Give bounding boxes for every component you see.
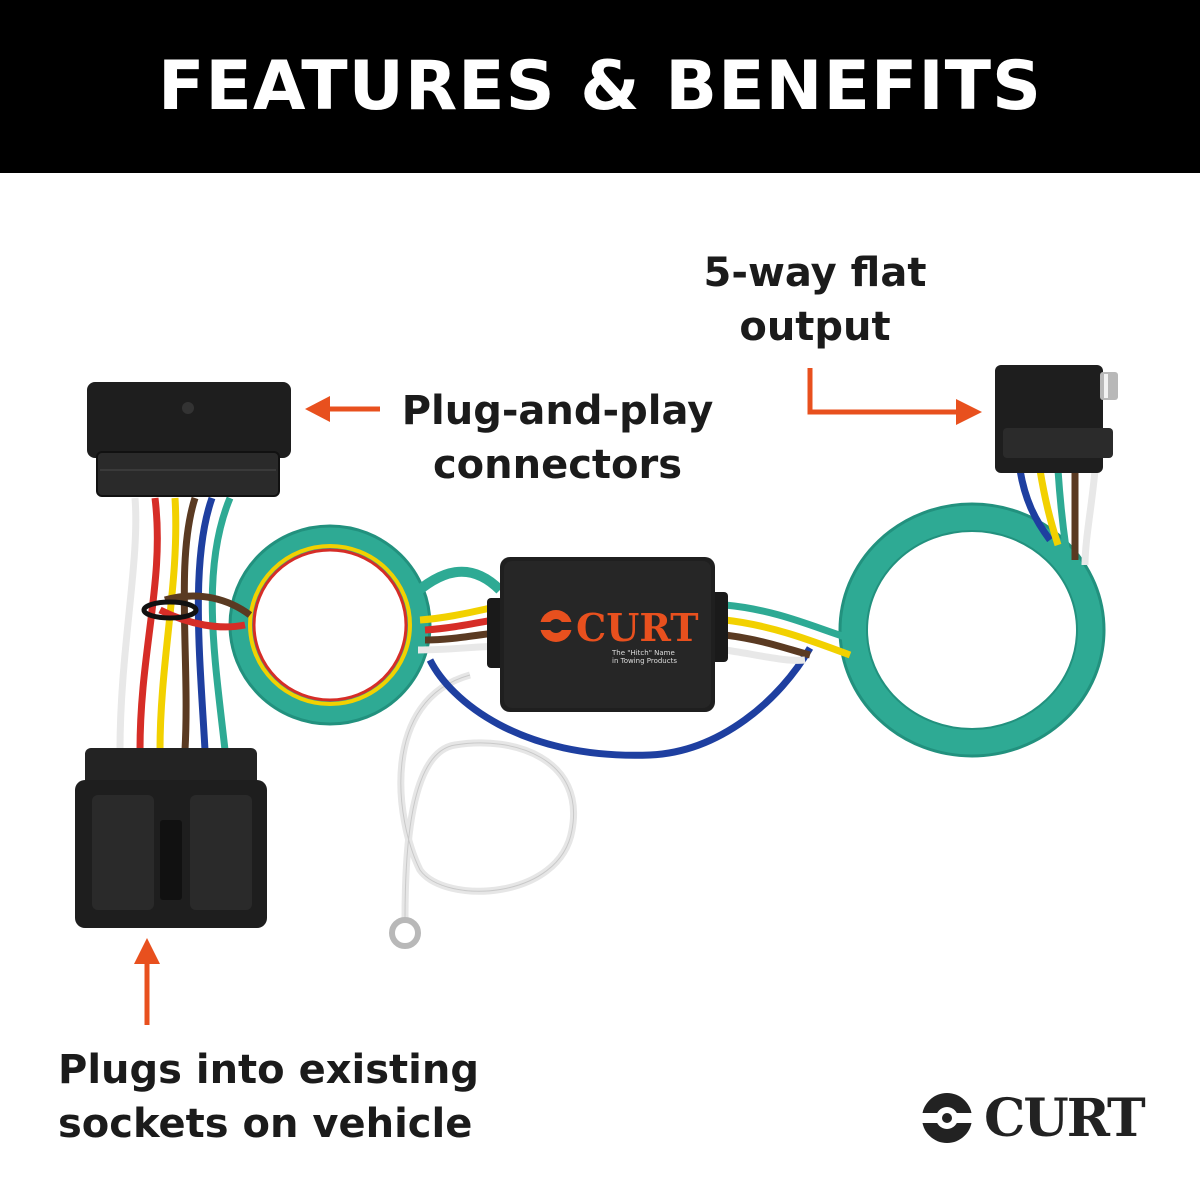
callout-vehicle-line1: Plugs into existing	[58, 1047, 479, 1093]
converter-module: CURT The "Hitch" Name in Towing Products	[487, 557, 728, 712]
header-banner: FEATURES & BENEFITS	[0, 0, 1200, 173]
five-way-flat-connector	[995, 365, 1118, 473]
arrow-left-icon	[305, 396, 380, 422]
right-wire-coil	[838, 502, 1106, 758]
module-tagline-1: The "Hitch" Name	[611, 649, 675, 657]
bottom-left-connector	[75, 748, 267, 928]
curt-logo-icon	[922, 1093, 972, 1143]
callout-output-line2: output	[739, 304, 891, 350]
arrow-up-icon	[134, 938, 160, 1025]
top-left-connector	[87, 382, 291, 497]
curt-logo-icon	[540, 610, 572, 642]
left-harness-wires	[116, 496, 253, 751]
page-title: FEATURES & BENEFITS	[157, 47, 1043, 126]
arrow-right-icon	[807, 368, 982, 425]
callout-output-line1: 5-way flat	[703, 250, 927, 296]
module-brand: CURT	[576, 605, 699, 650]
callout-vehicle: Plugs into existing sockets on vehicle	[58, 1043, 518, 1151]
callout-connectors-line2: connectors	[432, 442, 683, 488]
cable-tie	[141, 599, 199, 621]
callout-vehicle-line2: sockets on vehicle	[58, 1101, 473, 1147]
brand-logo-text: CURT	[984, 1087, 1146, 1149]
brand-logo: CURT	[920, 1087, 1160, 1149]
ring-terminal-icon	[389, 917, 421, 949]
module-tagline-2: in Towing Products	[612, 657, 677, 665]
ground-wire	[389, 671, 578, 949]
callout-connectors-line1: Plug-and-play	[401, 388, 714, 434]
right-connector-wires	[1016, 469, 1099, 566]
callout-connectors: Plug-and-play connectors	[385, 384, 730, 492]
module-output-wires	[724, 601, 856, 664]
callout-output: 5-way flat output	[660, 246, 970, 354]
